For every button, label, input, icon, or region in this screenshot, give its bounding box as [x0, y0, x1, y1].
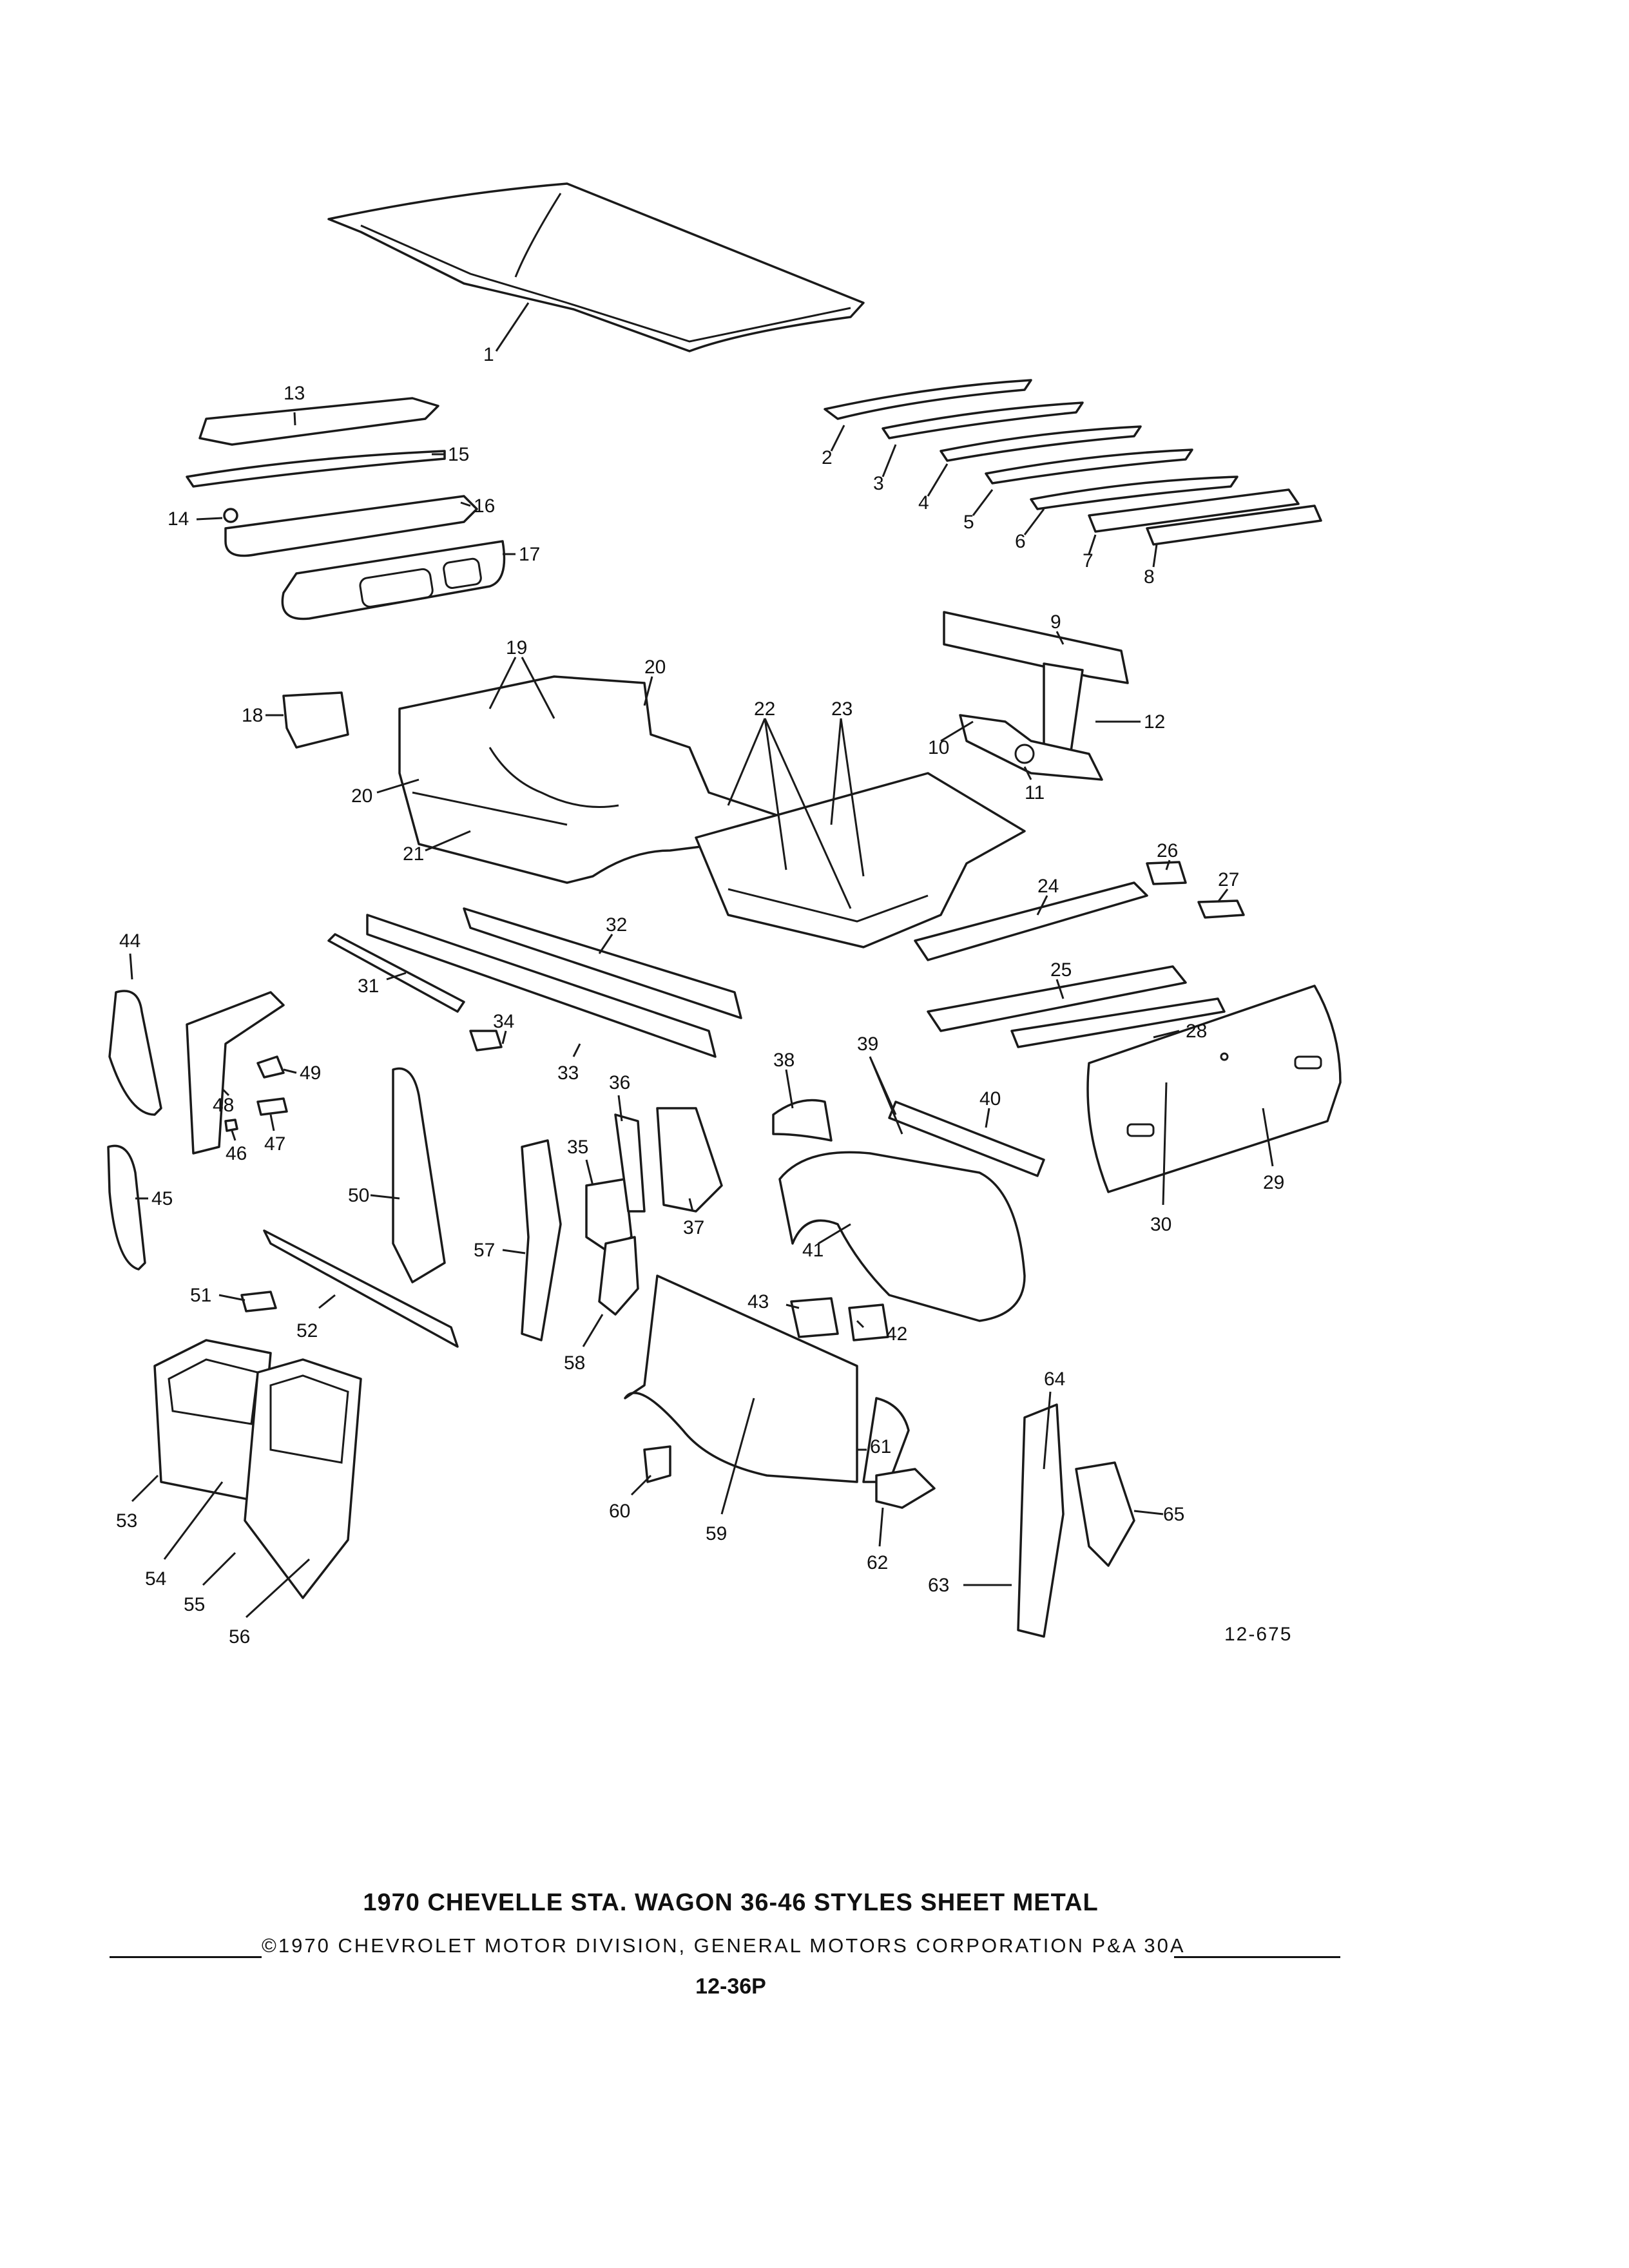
- figure-reference: 12-675: [1224, 1624, 1293, 1645]
- callout-51: 51: [190, 1285, 211, 1306]
- dash-bracket: [282, 691, 349, 749]
- callout-21: 21: [403, 843, 424, 865]
- callout-47: 47: [264, 1133, 285, 1155]
- callout-43: 43: [747, 1291, 769, 1312]
- copyright-rule-right: [1174, 1956, 1340, 1958]
- callout-40: 40: [979, 1088, 1001, 1110]
- callout-24: 24: [1037, 876, 1059, 897]
- callout-3: 3: [873, 473, 884, 494]
- callout-54: 54: [145, 1568, 166, 1590]
- front-roof-rail: [186, 450, 446, 488]
- callout-17: 17: [519, 544, 540, 565]
- callout-26: 26: [1157, 840, 1178, 861]
- callout-13: 13: [284, 383, 305, 404]
- rocker-rails: [327, 907, 742, 1058]
- callout-44: 44: [119, 930, 140, 952]
- pillar-bracket: [469, 1030, 503, 1052]
- callout-46: 46: [226, 1143, 247, 1164]
- callout-62: 62: [867, 1552, 888, 1573]
- vent-grilles: [790, 1297, 889, 1341]
- front-pillar-pieces: [107, 990, 446, 1283]
- page-number: 12-36P: [695, 1974, 766, 1999]
- copyright-text: ©1970 CHEVROLET MOTOR DIVISION, GENERAL …: [262, 1934, 1186, 1957]
- callout-15: 15: [448, 444, 469, 465]
- tailgate-outer-panel: [1086, 985, 1342, 1193]
- callout-28: 28: [1186, 1021, 1207, 1042]
- callout-38: 38: [773, 1050, 795, 1071]
- roof-bows: [824, 379, 1322, 546]
- callout-30: 30: [1150, 1214, 1171, 1235]
- callout-41: 41: [802, 1240, 824, 1261]
- callout-23: 23: [831, 698, 853, 720]
- rear-quarter-outer-panel: [624, 1274, 936, 1509]
- callout-9: 9: [1050, 611, 1061, 633]
- roof-panel: [327, 182, 865, 352]
- callout-59: 59: [706, 1523, 727, 1544]
- callout-20-lower: 20: [351, 785, 372, 807]
- callout-61: 61: [870, 1436, 891, 1457]
- callout-12: 12: [1144, 711, 1165, 733]
- callout-57: 57: [474, 1240, 495, 1261]
- page-title: 1970 CHEVELLE STA. WAGON 36-46 STYLES SH…: [363, 1889, 1099, 1916]
- callout-4: 4: [918, 492, 929, 514]
- callout-19: 19: [506, 637, 527, 658]
- callout-60: 60: [609, 1501, 630, 1522]
- callout-8: 8: [1144, 566, 1155, 588]
- callout-37: 37: [683, 1217, 704, 1238]
- callout-52: 52: [296, 1320, 318, 1341]
- callout-32: 32: [606, 914, 627, 936]
- callout-20-upper: 20: [644, 657, 666, 678]
- rear-pillar-pieces: [1017, 1403, 1135, 1638]
- callout-50: 50: [348, 1185, 369, 1206]
- copyright-rule-left: [110, 1956, 262, 1958]
- callout-labels: 1 13 15 16 17 14 2 3 4 5 6 7 8 9 12 10 1…: [116, 344, 1284, 1648]
- callout-29: 29: [1263, 1172, 1284, 1193]
- callout-64: 64: [1044, 1369, 1065, 1390]
- callout-7: 7: [1083, 550, 1094, 572]
- front-door-sill-plate: [240, 1229, 459, 1348]
- callout-53: 53: [116, 1510, 137, 1532]
- callout-65: 65: [1163, 1504, 1184, 1525]
- copyright-line: ©1970 CHEVROLET MOTOR DIVISION, GENERAL …: [110, 1934, 1340, 1963]
- clip: [223, 508, 238, 523]
- cowl-upper-panel: [224, 495, 478, 557]
- callout-49: 49: [300, 1062, 321, 1084]
- callout-10: 10: [928, 737, 949, 758]
- windshield-header-panel: [198, 397, 439, 446]
- callout-56: 56: [229, 1626, 250, 1648]
- callout-39: 39: [857, 1033, 878, 1055]
- leader-lines: [129, 302, 1274, 1619]
- callout-14: 14: [168, 508, 189, 530]
- callout-63: 63: [928, 1575, 949, 1596]
- callout-42: 42: [886, 1323, 907, 1345]
- callout-48: 48: [213, 1095, 234, 1116]
- callout-33: 33: [557, 1062, 579, 1084]
- callout-2: 2: [822, 447, 833, 468]
- center-pillar-pieces: [521, 1107, 723, 1341]
- callout-25: 25: [1050, 959, 1072, 981]
- callout-45: 45: [151, 1188, 173, 1209]
- callout-5: 5: [963, 512, 974, 533]
- rear-wheelhouse: [772, 1099, 1045, 1322]
- callout-27: 27: [1218, 869, 1239, 890]
- callout-16: 16: [474, 495, 495, 517]
- callout-18: 18: [242, 705, 263, 726]
- callout-31: 31: [358, 975, 379, 997]
- doors: [153, 1339, 362, 1599]
- callout-11: 11: [1025, 782, 1045, 803]
- callout-58: 58: [564, 1352, 585, 1374]
- rear-quarter-inner-panel: [943, 611, 1129, 781]
- callout-6: 6: [1015, 531, 1026, 552]
- callout-36: 36: [609, 1072, 630, 1093]
- callout-34: 34: [493, 1011, 514, 1032]
- rear-sill-panels: [914, 861, 1245, 1048]
- instrument-panel: [281, 540, 506, 620]
- callout-35: 35: [567, 1137, 588, 1158]
- callout-22: 22: [754, 698, 775, 720]
- callout-55: 55: [184, 1594, 205, 1615]
- callout-1: 1: [483, 344, 494, 365]
